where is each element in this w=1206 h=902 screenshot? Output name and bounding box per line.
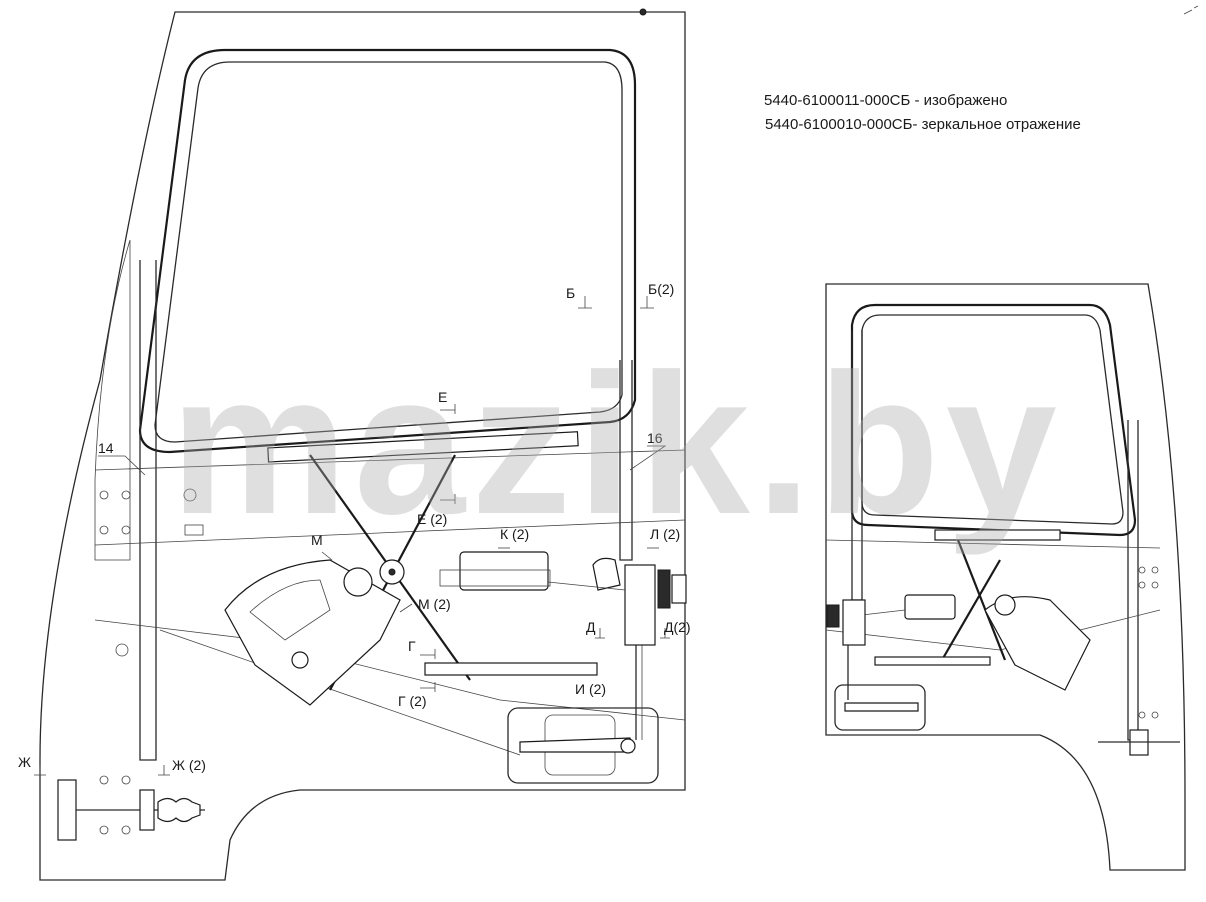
mirror-regulator-sector [984,596,1091,691]
regulator-slot [249,579,331,641]
mirror-bracket-holes [1138,566,1159,719]
watermark: mazik.by [170,333,1063,556]
window-frame-outer [138,48,637,454]
label-m2: М (2) [418,596,451,612]
mirrored-door-drawing [825,283,1186,871]
label-k2: К (2) [500,526,529,542]
corner-mark [639,8,647,16]
mirror-cable-rod [861,609,906,616]
rear-hinge-holes [99,488,204,657]
motor-drum [291,651,309,669]
mirror-door-outline [825,283,1186,871]
inner-handle [519,737,633,753]
belt-line [94,449,686,471]
rear-guide-rail [139,260,157,761]
mirror-lower-channel [874,656,991,666]
label-zh: Ж [18,754,31,770]
mirror-window-outer [850,303,1137,537]
glass-channel [267,431,579,463]
handle-pivot [620,738,636,754]
lower-panel-line [159,629,521,756]
caption-mirrored: 5440-6100010-000СБ- зеркальное отражение [765,116,1081,133]
label-e2: Е (2) [417,511,447,527]
label-d: Д [586,619,596,635]
label-zh2: Ж (2) [172,757,206,773]
mirror-handle-recess [834,684,926,731]
door-check-spring [157,797,201,823]
regulator-sector [224,559,401,706]
cable-rod [547,581,626,591]
outer-handle-link-inner [439,569,551,587]
caption-depicted: 5440-6100011-000СБ - изображено [764,92,1008,109]
mirror-lock-plate [826,604,840,628]
lock-plate [657,569,671,609]
mirror-belt-line [825,539,1161,549]
outer-handle-link [459,551,549,591]
mirror-lift-arm-a [956,539,1007,661]
label-l2: Л (2) [650,526,680,542]
rear-rail-bracket [94,239,131,561]
label-b2: Б(2) [648,281,674,297]
inner-panel-line [94,619,686,721]
label-16: 16 [647,430,663,446]
main-door-drawing: Б Б(2) Е Е (2) К (2) Л (2) М М (2) Д Д(2… [18,8,691,881]
lower-guide-channel [424,662,598,676]
label-g: Г [408,638,416,654]
mirror-lock-body [842,599,866,646]
label-b: Б [566,285,575,301]
handle-recess [507,707,659,784]
label-14: 14 [98,440,114,456]
lock-striker [671,574,687,604]
mirror-window-inner [861,314,1124,525]
mirror-outer-handle-link [904,594,956,620]
door-check-holes [99,775,131,835]
window-frame-inner [154,61,623,443]
door-check-body [139,789,155,831]
lock-body [624,564,656,646]
label-g2: Г (2) [398,693,427,709]
belt-line-2 [94,519,686,546]
mirror-glass-channel [934,529,1061,541]
mirror-inner-handle [844,702,919,712]
mirror-rear-rail [1127,420,1139,741]
pivot-center [388,568,396,576]
regulator-gear [343,567,373,597]
label-m: М [311,532,323,548]
lock-lever [592,557,621,591]
label-d2: Д(2) [664,619,691,635]
door-outline [39,11,686,881]
label-e: Е [438,389,447,405]
label-i2: И (2) [575,681,606,697]
corner-scribble [1183,5,1199,15]
front-guide-rail [619,360,633,561]
mirror-lift-arm-b [941,559,1001,661]
section-markers [34,296,670,776]
mirror-regulator-gear [994,594,1016,616]
door-check-bracket [57,779,77,841]
